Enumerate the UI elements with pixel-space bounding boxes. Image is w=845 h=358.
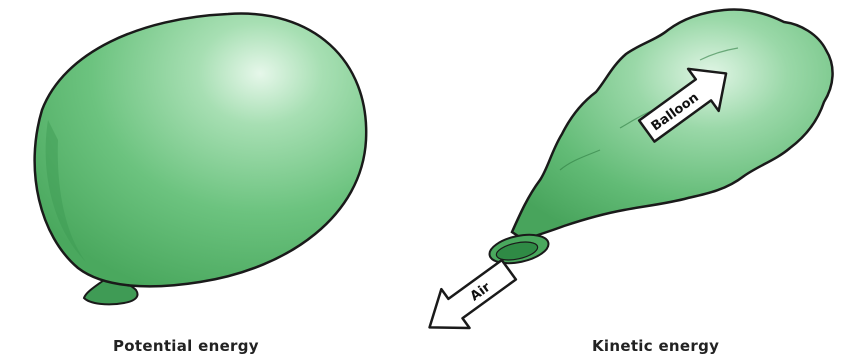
inflated-balloon-body (35, 14, 367, 287)
inflated-balloon (35, 14, 367, 305)
potential-energy-caption: Potential energy (113, 337, 259, 355)
air-arrow-shape (415, 250, 522, 346)
kinetic-energy-caption: Kinetic energy (592, 337, 719, 355)
air-direction-arrow: Air (415, 250, 522, 346)
